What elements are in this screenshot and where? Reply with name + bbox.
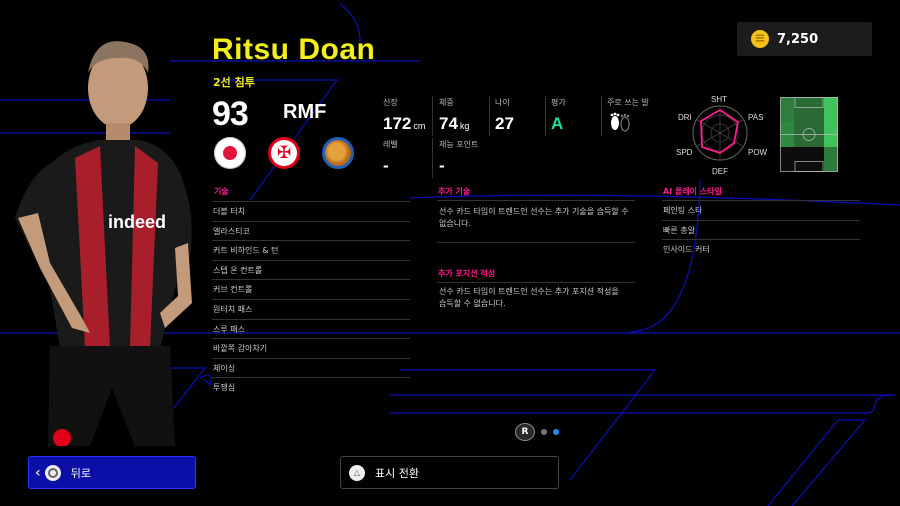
radar-label-spd: SPD [676, 148, 693, 157]
page-indicator: R [515, 423, 559, 441]
divider [601, 96, 602, 136]
svg-text:indeed: indeed [108, 212, 166, 232]
stat-label: 레벨 [383, 140, 398, 149]
stat-value: - [439, 156, 445, 175]
stat-label: 평가 [551, 98, 566, 107]
ai-playstyle-item[interactable]: 페인팅 스타 [662, 200, 860, 220]
stat-label: 나이 [495, 98, 510, 107]
player-name: Ritsu Doan [212, 33, 376, 66]
coin-balance: 7,250 [737, 22, 872, 56]
triangle-button-icon: △ [349, 464, 365, 481]
stat-label: 재능 포인트 [439, 140, 479, 149]
ability-radar-chart [692, 105, 748, 161]
toggle-display-label: 표시 전환 [375, 466, 419, 480]
stat-level: 레벨 - [383, 139, 398, 176]
ai-playstyle-list: 페인팅 스타 빠른 총알 인사이드 커터 [662, 200, 860, 259]
toggle-display-button[interactable]: △ 표시 전환 [340, 456, 559, 489]
japan-flag-icon [214, 137, 246, 169]
coin-icon [751, 30, 769, 48]
page-dot-2[interactable] [553, 429, 559, 435]
stat-value: - [383, 156, 389, 175]
r-stick-button[interactable]: R [515, 423, 535, 441]
radar-label-dri: DRI [678, 113, 692, 122]
divider [545, 96, 546, 136]
footprints-icon [610, 112, 630, 132]
radar-label-sht: SHT [711, 95, 727, 104]
skill-item[interactable]: 더블 터치 [212, 201, 410, 221]
stat-preferred-foot: 주로 쓰는 발 [607, 97, 649, 136]
divider [489, 96, 490, 136]
radar-label-pow: POW [748, 148, 768, 157]
additional-skills-title: 추가 기술 [438, 187, 471, 196]
skill-item[interactable]: 커트 비하인드 & 턴 [212, 240, 410, 260]
chevron-left-icon: ‹ [35, 464, 41, 481]
europa-league-badge-icon [322, 137, 354, 169]
coin-amount: 7,250 [777, 31, 819, 47]
page-dot-1[interactable] [541, 429, 547, 435]
skill-item[interactable]: 투쟁심 [212, 377, 410, 397]
stat-label: 체중 [439, 98, 454, 107]
stat-value: 27 [495, 114, 514, 133]
stat-label: 신장 [383, 98, 398, 107]
player-position: RMF [283, 101, 327, 123]
additional-positions-description: 선수 카드 타입이 트렌드인 선수는 추가 포지션 적성을 습득할 수 없습니다… [439, 287, 619, 308]
skill-item[interactable]: 커브 컨트롤 [212, 279, 410, 299]
ai-playstyle-item[interactable]: 빠른 총알 [662, 219, 860, 240]
skill-item[interactable]: 원터치 패스 [212, 298, 410, 319]
skill-item[interactable]: 스루 패스 [212, 318, 410, 339]
stat-age: 나이 27 [495, 97, 514, 134]
skill-item[interactable]: 스텝 온 컨트롤 [212, 259, 410, 280]
divider [437, 282, 635, 283]
player-portrait: indeed [15, 41, 192, 446]
divider [432, 138, 433, 178]
divider [437, 200, 635, 201]
skill-item[interactable]: 엘라스티코 [212, 220, 410, 241]
back-button[interactable]: ‹ 뒤로 [28, 456, 196, 489]
skills-title: 기술 [214, 187, 229, 196]
overall-rating: 93 [212, 95, 249, 133]
eintracht-frankfurt-crest-icon [268, 137, 300, 169]
additional-positions-title: 추가 포지션 적성 [438, 269, 496, 278]
radar-label-pas: PAS [748, 113, 764, 122]
circle-button-icon [44, 464, 61, 481]
stat-value: A [551, 114, 564, 133]
divider [432, 96, 433, 136]
skill-item[interactable]: 바깥쪽 감아차기 [212, 338, 410, 358]
ai-playstyle-item[interactable]: 인사이드 커터 [662, 239, 860, 259]
stat-rating: 평가 A [551, 97, 566, 134]
skills-list: 더블 터치 엘라스티코 커트 비하인드 & 턴 스텝 온 컨트롤 커브 컨트롤 … [212, 201, 410, 397]
stat-skill-points: 재능 포인트 - [439, 139, 478, 176]
skill-item[interactable]: 체이싱 [212, 357, 410, 378]
ai-playstyle-title: AI 플레이 스타일 [663, 187, 722, 196]
player-playstyle: 2선 침투 [213, 76, 255, 89]
stat-label: 주로 쓰는 발 [607, 98, 649, 107]
divider [437, 242, 635, 243]
back-label: 뒤로 [70, 466, 92, 480]
position-heatmap-pitch [780, 97, 838, 172]
additional-skills-description: 선수 카드 타입이 트렌드인 선수는 추가 기술을 습득할 수 없습니다. [439, 207, 629, 228]
radar-label-def: DEF [712, 167, 728, 176]
